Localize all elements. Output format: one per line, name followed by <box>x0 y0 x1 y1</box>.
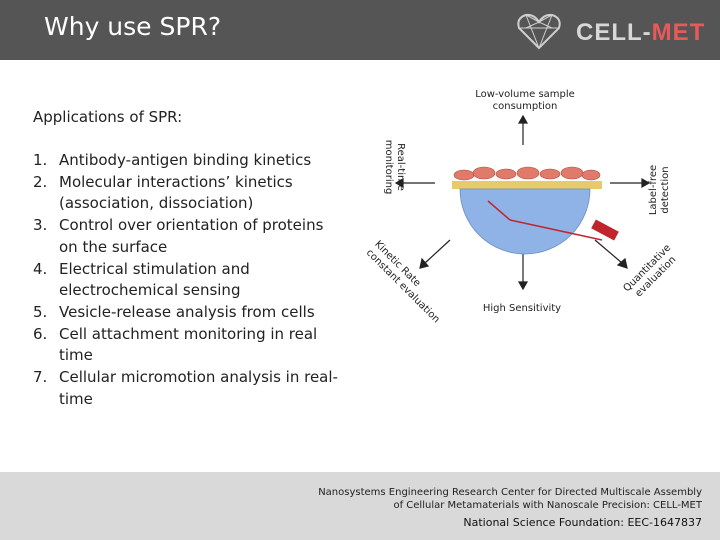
list-item: 2.Molecular interactions’ kinetics (asso… <box>33 172 293 213</box>
header-bar: Why use SPR? CELL-MET <box>0 0 720 60</box>
footer-nsf: National Science Foundation: EEC-1647837 <box>463 516 702 529</box>
page-title: Why use SPR? <box>44 12 222 41</box>
sensor-chip <box>452 181 602 189</box>
label-high-sensitivity: High Sensitivity <box>482 303 562 314</box>
list-item: 3.Control over orientation of proteins o… <box>33 216 324 256</box>
list-item: 1.Antibody-antigen binding kinetics <box>33 151 312 169</box>
prism <box>460 189 590 254</box>
list-item: 6.Cell attachment monitoring in real tim… <box>33 324 318 365</box>
label-low-volume: Low-volume sample consumption <box>475 89 575 112</box>
spr-diagram: Low-volume sample consumption Real-time … <box>360 85 700 345</box>
heart-lattice-icon <box>517 13 561 50</box>
applications-list: 1.Antibody-antigen binding kinetics 2.Mo… <box>33 150 343 410</box>
applications-heading: Applications of SPR: <box>33 108 183 126</box>
laser-beam <box>509 219 603 241</box>
list-item: 4.Electrical stimulation and electrochem… <box>33 259 250 300</box>
footer-bar: Nanosystems Engineering Research Center … <box>0 472 720 540</box>
light-source <box>591 219 619 241</box>
spr-illustration <box>394 114 651 291</box>
list-item: 7.Cellular micromotion analysis in real-… <box>33 368 338 408</box>
list-item: 5.Vesicle-release analysis from cells <box>33 302 315 321</box>
label-label-free: Label-free detection <box>648 164 671 216</box>
logo-text: CELL-MET <box>576 19 706 46</box>
footer-credit: Nanosystems Engineering Research Center … <box>318 487 702 511</box>
cell-met-logo: CELL-MET <box>514 10 714 52</box>
label-real-time: Real-time monitoring <box>383 139 406 195</box>
